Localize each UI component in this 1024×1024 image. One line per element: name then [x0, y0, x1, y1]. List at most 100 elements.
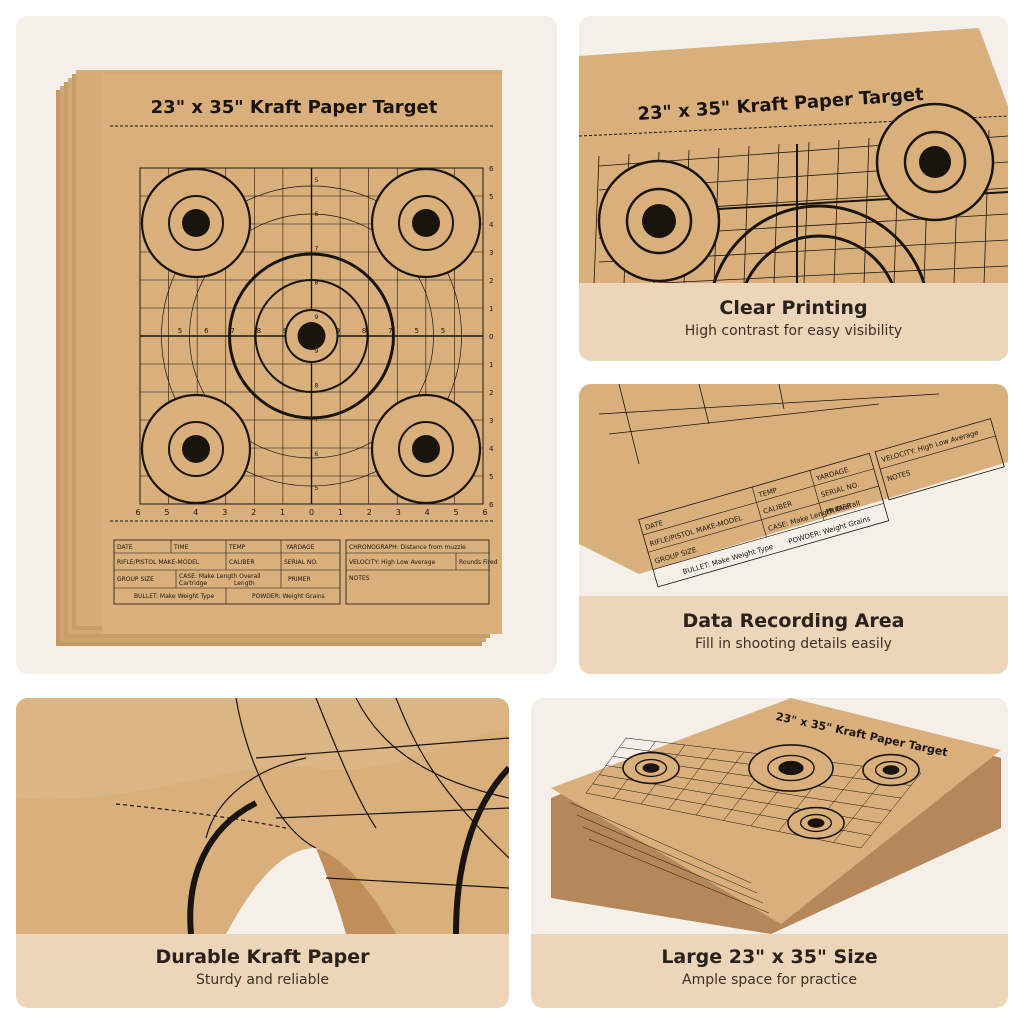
vertical-ring-number: 8 — [315, 280, 319, 287]
outer-ring — [189, 213, 434, 459]
bottom-scale-number: 2 — [367, 508, 372, 517]
bottom-scale-number: 6 — [135, 508, 140, 517]
vertical-ring-number: 5 — [315, 177, 319, 184]
form-temp-label: TEMP — [228, 544, 246, 551]
data-recording-caption: Data Recording Area Fill in shooting det… — [579, 596, 1008, 674]
closeup-grid-line — [863, 137, 870, 284]
durable-panel: Durable Kraft Paper Sturdy and reliable — [16, 698, 509, 1008]
closeup-grid-line — [743, 145, 750, 284]
side-scale-number: 5 — [489, 473, 493, 481]
ring-number: 7 — [230, 327, 234, 335]
bottom-scale-number: 4 — [425, 508, 430, 517]
bottom-scale-number: 1 — [280, 508, 285, 517]
perspective-ring — [799, 813, 833, 833]
closeup-center-ring — [712, 204, 926, 284]
ring-number: 5 — [414, 327, 418, 335]
target-stack-illustration: 23" x 35" Kraft Paper Target 5 6 7 8 9 0 9 8 7 5 5… — [56, 70, 502, 646]
corner-bullseye-dot — [412, 435, 440, 463]
perspective-form-line — [588, 838, 770, 914]
perspective-bullseye-dot — [642, 763, 660, 773]
ring-number: 8 — [362, 327, 366, 335]
ring-number: 9 — [283, 327, 287, 335]
bottom-scale-number: 5 — [164, 508, 169, 517]
data-area-closeup: DATE TEMP YARDAGE RIFLE/PISTOL MAKE-MODE… — [579, 384, 1008, 588]
bottom-scale-number: 6 — [482, 508, 487, 517]
outer-ring — [161, 185, 462, 487]
vertical-ring-number: 8 — [315, 382, 319, 389]
large-size-title: Large 23" x 35" Size — [661, 946, 878, 968]
data-recording-subtitle: Fill in shooting details easily — [695, 636, 892, 652]
vertical-ring-number: 6 — [315, 211, 319, 218]
form-cartridge-label: Cartridge — [179, 580, 207, 587]
vertical-ring-number: 7 — [315, 245, 319, 252]
side-scale-number: 4 — [489, 445, 494, 453]
form-rifle-label: RIFLE/PISTOL MAKE-MODEL — [117, 559, 200, 566]
large-size-caption: Large 23" x 35" Size Ample space for pra… — [531, 934, 1008, 1008]
perspective-ring — [874, 760, 908, 780]
center-ring — [228, 252, 395, 420]
side-scale-number: 0 — [489, 333, 493, 341]
closeup-center-ring — [744, 234, 894, 284]
bottom-scale-number: 1 — [338, 508, 343, 517]
side-scale-number: 3 — [489, 249, 493, 257]
form-primer-label: PRIMER — [288, 576, 311, 583]
side-scale-number: 5 — [489, 193, 493, 201]
bottom-scale-number: 4 — [193, 508, 198, 517]
perspective-grid — [570, 737, 922, 914]
ring-number: 9 — [336, 327, 340, 335]
closeup-grid-line — [593, 155, 600, 284]
side-scale-number: 1 — [489, 361, 493, 369]
vertical-ring-number: 5 — [315, 485, 319, 492]
perspective-ring — [767, 754, 815, 782]
closeup-ring — [625, 187, 693, 255]
folded-paper-closeup — [16, 698, 509, 934]
ring-number: 8 — [257, 327, 261, 335]
form-bullet-label: BULLET: Make Weight Type — [134, 593, 215, 600]
durable-subtitle: Sturdy and reliable — [196, 972, 329, 988]
corner-ring — [398, 421, 454, 477]
stack-perspective-illustration: 23" x 35" Kraft Paper Target — [551, 698, 1001, 934]
corner-bullseye-dot — [182, 209, 210, 237]
form-case-label: CASE: Make Length Overall — [179, 573, 261, 580]
closeup-grid-line — [631, 265, 1008, 284]
form-length-label: Length — [234, 580, 255, 587]
vertical-ring-number: 9 — [315, 314, 319, 321]
vertical-ring-number: 6 — [315, 451, 319, 458]
form-time-label: TIME — [173, 544, 189, 551]
form-caliber-label: CALIBER — [229, 559, 254, 566]
ring-number: 5 — [178, 327, 182, 335]
form-rounds-label: Rounds Fired — [459, 559, 498, 566]
clear-printing-subtitle: High contrast for easy visibility — [684, 323, 903, 339]
side-scale-number: 4 — [489, 221, 494, 229]
corner-ring — [168, 195, 224, 251]
durable-caption: Durable Kraft Paper Sturdy and reliable — [16, 934, 509, 1008]
ring-number: 5 — [441, 327, 445, 335]
corner-ring — [168, 421, 224, 477]
perspective-ring — [634, 758, 668, 778]
side-scale-number: 6 — [489, 165, 494, 173]
clear-printing-caption: Clear Printing High contrast for easy vi… — [579, 283, 1008, 361]
large-size-panel: 23" x 35" Kraft Paper Target Large 23" x… — [531, 698, 1008, 1008]
main-target-panel: 23" x 35" Kraft Paper Target 5 6 7 8 9 0 9 8 7 5 5… — [16, 16, 557, 674]
closeup-grid-line — [833, 139, 840, 284]
form-chronograph-label: CHRONOGRAPH: Distance from muzzle — [349, 544, 466, 551]
side-scale-number: 2 — [489, 389, 493, 397]
clear-printing-panel: 23" x 35" Kraft Paper Target Clear Print… — [579, 16, 1008, 361]
perspective-bullseye-dot — [882, 765, 900, 775]
durable-title: Durable Kraft Paper — [155, 946, 370, 968]
center-bullseye-dot — [297, 322, 326, 350]
perspective-form-line — [570, 802, 752, 884]
side-scale-number: 1 — [489, 305, 493, 313]
closeup-grid-line — [803, 141, 810, 284]
corner-ring — [398, 195, 454, 251]
bottom-scale-number: 0 — [309, 508, 314, 517]
ring-number: 7 — [388, 327, 392, 335]
target-title: 23" x 35" Kraft Paper Target — [151, 97, 438, 118]
side-scale-number: 2 — [489, 277, 493, 285]
form-group-label: GROUP SIZE — [117, 576, 154, 583]
closeup-bullseye-dot — [919, 146, 951, 178]
bottom-scale-number: 3 — [222, 508, 227, 517]
perspective-bullseye-dot — [778, 760, 804, 776]
bottom-scale-number: 3 — [396, 508, 401, 517]
center-ring — [254, 279, 369, 393]
